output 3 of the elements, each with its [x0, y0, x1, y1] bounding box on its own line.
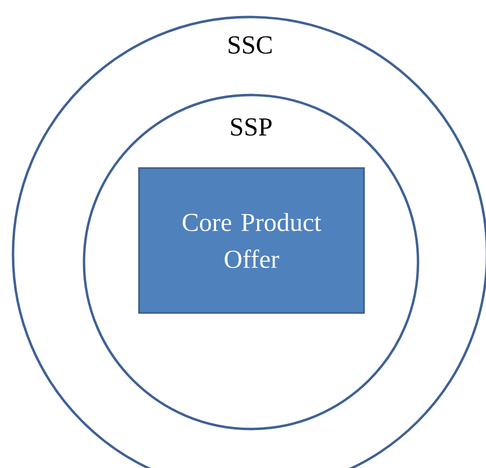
ring-label: SSP: [231, 118, 272, 136]
core-box: Core Product Offer: [138, 167, 365, 314]
ring-label: SSC: [228, 36, 272, 54]
